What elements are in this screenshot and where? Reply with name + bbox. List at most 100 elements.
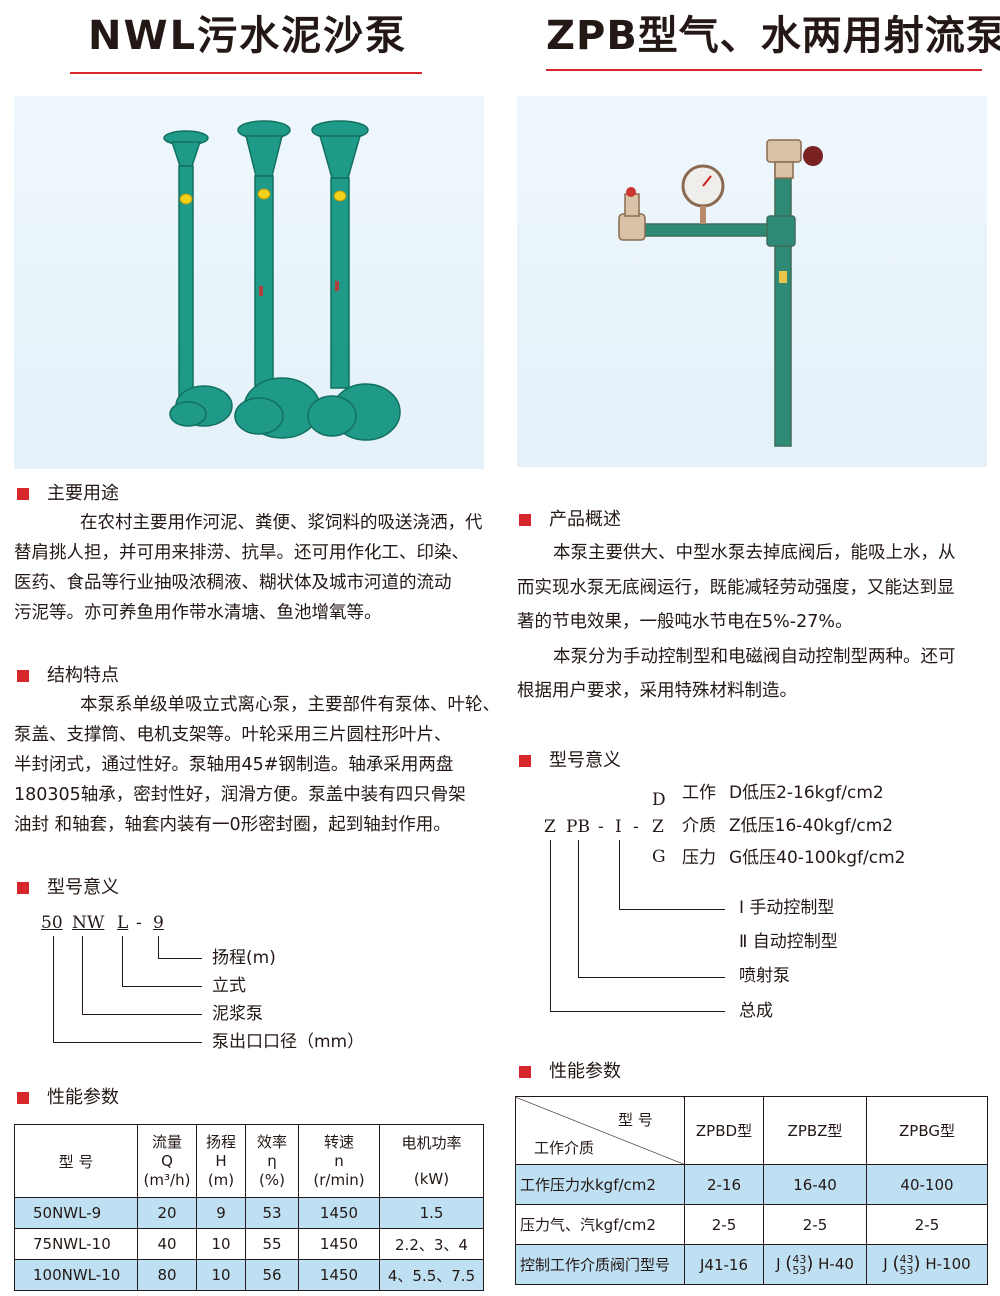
table-cell: 控制工作介质阀门型号 — [515, 1244, 685, 1285]
table-cell: 40-100 — [866, 1164, 988, 1205]
table-cell: 工作压力水kgf/cm2 — [515, 1164, 685, 1205]
red-square-icon — [519, 514, 531, 526]
uses-paragraph: 在农村主要用作河泥、粪便、浆饲料的吸送浇洒，代 替肩挑人担，并可用来排涝、抗旱。… — [14, 508, 520, 628]
uses-line: 替肩挑人担，并可用来排涝、抗旱。还可用作化工、印染、 — [14, 543, 469, 563]
uses-line: 医药、食品等行业抽吸浓稠液、糊状体及城市河道的流动 — [14, 573, 452, 593]
table-cell: 压力气、汽kgf/cm2 — [515, 1204, 685, 1245]
zpb-bracket-line — [619, 909, 725, 910]
table-cell: 53 — [245, 1197, 299, 1229]
zpb-label-jet-pump: 喷射泵 — [739, 966, 790, 986]
table-cell: 50NWL-9 — [14, 1197, 138, 1229]
nwl-title-rule — [70, 72, 422, 74]
nwl-bracket-line — [122, 986, 202, 987]
zpb-header-corner: 型 号 工作介质 — [515, 1096, 685, 1165]
nwl-code-50: 50 — [41, 913, 63, 933]
nwl-code-nw: NW — [72, 913, 105, 933]
zpb-label-manual: Ⅰ 手动控制型 — [739, 898, 835, 918]
overview-paragraph: 本泵主要供大、中型水泵去掉底阀后，能吸上水，从 而实现水泵无底阀运行，既能减轻劳… — [517, 536, 989, 709]
table-cell: 80 — [137, 1259, 197, 1291]
table-cell: 55 — [245, 1228, 299, 1260]
zpb-medium-desc-3: G低压40-100kgf/cm2 — [729, 848, 906, 868]
structure-paragraph: 本泵系单级单吸立式离心泵，主要部件有泵体、叶轮、 泵盖、支撑筒、电机支架等。叶轮… — [14, 690, 524, 840]
overview-heading: 产品概述 — [519, 508, 621, 532]
nwl-pump-photo — [14, 96, 484, 469]
nwl-title: NWL污水泥沙泵 — [88, 13, 408, 59]
uses-line: 污泥等。亦可养鱼用作带水清塘、鱼池增氧等。 — [14, 603, 382, 623]
zpb-header-zpbz: ZPBZ型 — [763, 1096, 867, 1165]
table-row: 100NWL-10 80 10 56 1450 4、5.5、7.5 — [14, 1259, 484, 1291]
zpb-label-assembly: 总成 — [739, 1001, 773, 1021]
zpb-code-dash1: - — [598, 817, 604, 837]
structure-line: 本泵系单级单吸立式离心泵，主要部件有泵体、叶轮、 — [80, 695, 500, 715]
zpb-header-zpbd: ZPBD型 — [684, 1096, 764, 1165]
zpb-bracket-line — [550, 1011, 725, 1012]
nwl-bracket-line — [82, 936, 83, 1015]
nwl-bracket-line — [122, 936, 123, 987]
table-cell: 1.5 — [379, 1197, 484, 1229]
table-cell: 20 — [137, 1197, 197, 1229]
table-cell: 75NWL-10 — [14, 1228, 138, 1260]
nwl-label-outlet: 泵出口口径（mm） — [212, 1032, 365, 1052]
nwl-label-head: 扬程(m) — [212, 948, 276, 968]
structure-heading: 结构特点 — [17, 664, 119, 688]
nwl-header-model: 型 号 — [14, 1124, 138, 1198]
zpb-perf-heading: 性能参数 — [519, 1060, 621, 1084]
nwl-bracket-line — [82, 1014, 202, 1015]
nwl-bracket-line — [53, 1042, 202, 1043]
table-cell: 100NWL-10 — [14, 1259, 138, 1291]
zpb-code-i: I — [615, 817, 622, 837]
overview-line: 著的节电效果，一般吨水节电在5%-27%。 — [517, 612, 853, 632]
structure-line: 半封闭式，通过性好。泵轴用45#钢制造。轴承采用两盘 — [14, 755, 454, 775]
table-cell: 1450 — [298, 1228, 380, 1260]
table-cell: 16-40 — [763, 1164, 867, 1205]
nwl-perf-heading: 性能参数 — [17, 1086, 119, 1110]
zpb-pump-illustration — [618, 139, 823, 447]
table-cell: J41-16 — [684, 1244, 764, 1285]
zpb-bracket-line — [578, 840, 579, 978]
nwl-header-power: 电机功率(kW) — [379, 1124, 484, 1198]
table-cell: 9 — [196, 1197, 246, 1229]
zpb-medium-label-3: 压力 — [682, 848, 716, 868]
table-cell: 2.2、3、4 — [379, 1228, 484, 1260]
zpb-pump-photo — [517, 96, 987, 467]
red-square-icon — [17, 488, 29, 500]
zpb-medium-label-1: 工作 — [682, 783, 716, 803]
zpb-label-auto: Ⅱ 自动控制型 — [739, 932, 838, 952]
zpb-medium-desc-2: Z低压16-40kgf/cm2 — [729, 816, 894, 836]
uses-heading: 主要用途 — [17, 482, 119, 506]
structure-line: 油封 和轴套，轴套内装有一0形密封圈，起到轴封作用。 — [14, 815, 451, 835]
nwl-bracket-line — [158, 936, 159, 959]
nwl-code-dash: - — [136, 913, 142, 933]
zpb-code-dash2: - — [633, 817, 639, 837]
red-square-icon — [17, 1092, 29, 1104]
table-cell: 1450 — [298, 1259, 380, 1291]
structure-line: 泵盖、支撑筒、电机支架等。叶轮采用三片圆柱形叶片、 — [14, 725, 452, 745]
table-cell: 2-5 — [684, 1204, 764, 1245]
zpb-bracket-line — [619, 840, 620, 910]
table-row: 50NWL-9 20 9 53 1450 1.5 — [14, 1197, 484, 1229]
nwl-pump-illustration — [163, 120, 401, 441]
table-row: 压力气、汽kgf/cm2 2-5 2-5 2-5 — [515, 1204, 988, 1245]
zpb-option-d: D — [652, 790, 666, 810]
zpb-option-z: Z — [652, 817, 664, 837]
zpb-medium-label-2: 介质 — [682, 816, 716, 836]
zpb-corner-medium: 工作介质 — [534, 1139, 595, 1157]
zpb-medium-desc-1: D低压2-16kgf/cm2 — [729, 783, 884, 803]
zpb-bracket-line — [578, 977, 725, 978]
table-cell: 40 — [137, 1228, 197, 1260]
zpb-corner-model: 型 号 — [618, 1111, 653, 1129]
overview-line: 本泵主要供大、中型水泵去掉底阀后，能吸上水，从 — [553, 543, 956, 563]
zpb-perf-table: 型 号 工作介质 ZPBD型 ZPBZ型 ZPBG型 工作压力水kgf/cm2 … — [515, 1096, 988, 1285]
nwl-label-mud-pump: 泥浆泵 — [212, 1004, 263, 1024]
red-square-icon — [17, 882, 29, 894]
red-square-icon — [519, 755, 531, 767]
overview-line: 根据用户要求，采用特殊材料制造。 — [517, 681, 797, 701]
zpb-title-rule — [546, 69, 982, 71]
nwl-bracket-line — [53, 936, 54, 1043]
